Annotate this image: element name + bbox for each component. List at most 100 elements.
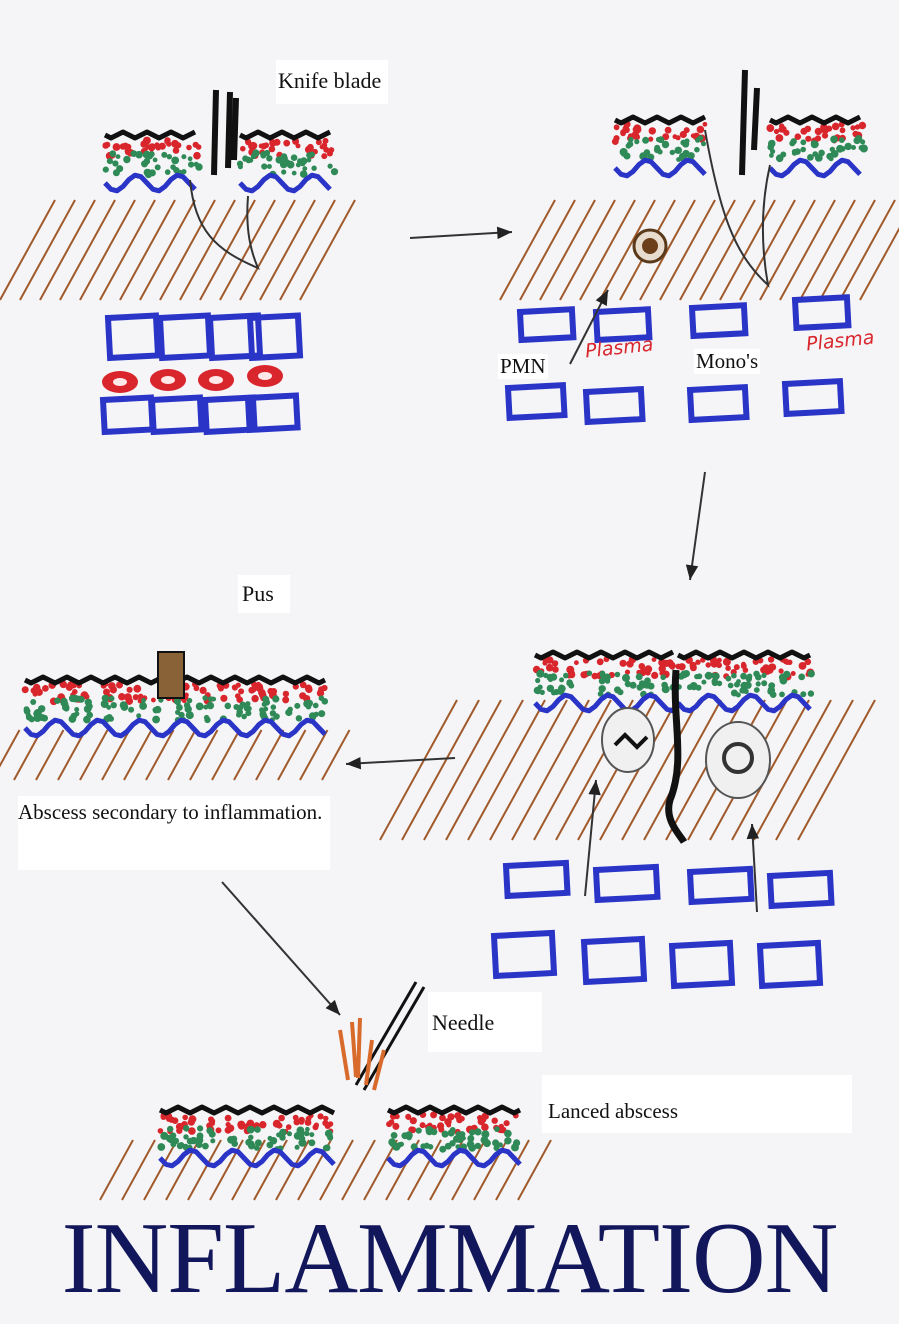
hatch-line — [424, 700, 501, 840]
red-cell-dot — [118, 693, 125, 700]
green-cell-dot — [54, 698, 60, 704]
green-cell-dot — [128, 707, 134, 713]
red-cell-dot — [850, 125, 855, 130]
red-blood-cell-center — [209, 376, 223, 384]
red-cell-dot — [741, 663, 747, 669]
blood-vessel-segment — [795, 297, 848, 328]
green-cell-dot — [617, 689, 623, 695]
green-cell-dot — [183, 1134, 188, 1139]
green-cell-dot — [161, 152, 167, 158]
red-cell-dot — [122, 143, 129, 150]
red-cell-dot — [33, 691, 38, 696]
red-cell-dot — [176, 1128, 182, 1134]
red-cell-dot — [133, 685, 141, 693]
green-cell-dot — [642, 137, 649, 144]
green-cell-dot — [439, 1146, 446, 1153]
green-cell-dot — [276, 1132, 281, 1137]
green-cell-dot — [267, 164, 272, 169]
red-cell-dot — [477, 1115, 483, 1121]
green-cell-dot — [179, 1142, 185, 1148]
green-cell-dot — [456, 1131, 462, 1137]
arrowhead-icon — [497, 227, 512, 239]
macrophage-cell — [706, 722, 770, 798]
red-cell-dot — [240, 146, 246, 152]
green-cell-dot — [71, 713, 78, 720]
red-cell-dot — [321, 153, 327, 159]
green-cell-dot — [111, 702, 117, 708]
green-cell-dot — [116, 154, 121, 159]
green-cell-dot — [291, 154, 298, 161]
red-cell-dot — [620, 660, 627, 667]
green-cell-dot — [324, 1144, 331, 1151]
green-cell-dot — [300, 1139, 306, 1145]
green-cell-dot — [416, 1128, 422, 1134]
green-cell-dot — [717, 681, 723, 687]
green-cell-dot — [736, 692, 741, 697]
green-cell-dot — [830, 147, 835, 152]
green-cell-dot — [144, 169, 151, 176]
red-cell-dot — [799, 662, 807, 670]
green-cell-dot — [728, 683, 734, 689]
page-title: INFLAMMATION — [0, 1208, 899, 1310]
red-cell-dot — [791, 671, 796, 676]
red-cell-dot — [386, 1121, 392, 1127]
knife-blade-icon — [742, 70, 757, 175]
red-cell-dot — [690, 664, 697, 671]
hatch-line — [776, 700, 853, 840]
green-cell-dot — [761, 673, 766, 678]
red-cell-dot — [597, 658, 604, 665]
green-cell-dot — [153, 158, 158, 163]
dermis-hatching — [500, 200, 899, 300]
red-blood-cell-center — [258, 372, 272, 380]
green-cell-dot — [85, 699, 92, 706]
green-cell-dot — [615, 672, 621, 678]
green-cell-dot — [322, 698, 329, 705]
red-cell-dot — [269, 140, 276, 147]
epidermis-line — [535, 652, 673, 658]
red-cell-dot — [592, 673, 599, 680]
hatch-line — [798, 700, 875, 840]
green-cell-dot — [154, 706, 161, 713]
blood-vessel-segment — [160, 315, 210, 357]
red-cell-dot — [283, 691, 289, 697]
red-cell-dot — [250, 142, 258, 150]
green-cell-dot — [391, 1132, 398, 1139]
green-cell-dot — [311, 166, 316, 171]
red-cell-dot — [574, 660, 579, 665]
green-cell-dot — [599, 685, 606, 692]
green-cell-dot — [238, 164, 243, 169]
hatch-line — [300, 730, 328, 780]
red-cell-dot — [710, 660, 718, 668]
green-cell-dot — [292, 171, 297, 176]
green-cell-dot — [628, 137, 633, 142]
green-cell-dot — [176, 704, 183, 711]
hatch-line — [124, 730, 152, 780]
red-cell-dot — [614, 124, 620, 130]
epidermis-line — [678, 652, 810, 658]
green-cell-dot — [860, 145, 868, 153]
hatch-line — [468, 700, 545, 840]
red-cell-dot — [691, 133, 696, 138]
green-cell-dot — [284, 159, 291, 166]
green-cell-dot — [309, 1139, 316, 1146]
blood-vessel-segment — [785, 381, 841, 414]
blood-vessel-segment — [494, 933, 554, 976]
green-cell-dot — [640, 684, 645, 689]
blood-vessel-segment — [108, 315, 158, 357]
green-cell-dot — [625, 681, 631, 687]
green-cell-dot — [710, 673, 715, 678]
green-cell-dot — [248, 158, 253, 163]
red-cell-dot — [194, 685, 200, 691]
flow-arrow-line — [222, 882, 340, 1015]
green-cell-dot — [600, 672, 606, 678]
green-cell-dot — [780, 152, 786, 158]
red-cell-dot — [410, 1117, 417, 1124]
green-cell-dot — [141, 698, 146, 703]
green-cell-dot — [624, 153, 631, 160]
green-cell-dot — [761, 680, 767, 686]
green-cell-dot — [656, 137, 661, 142]
green-cell-dot — [808, 670, 815, 677]
red-cell-dot — [189, 1115, 197, 1123]
label-pus: Pus — [238, 575, 290, 613]
green-cell-dot — [622, 674, 630, 682]
